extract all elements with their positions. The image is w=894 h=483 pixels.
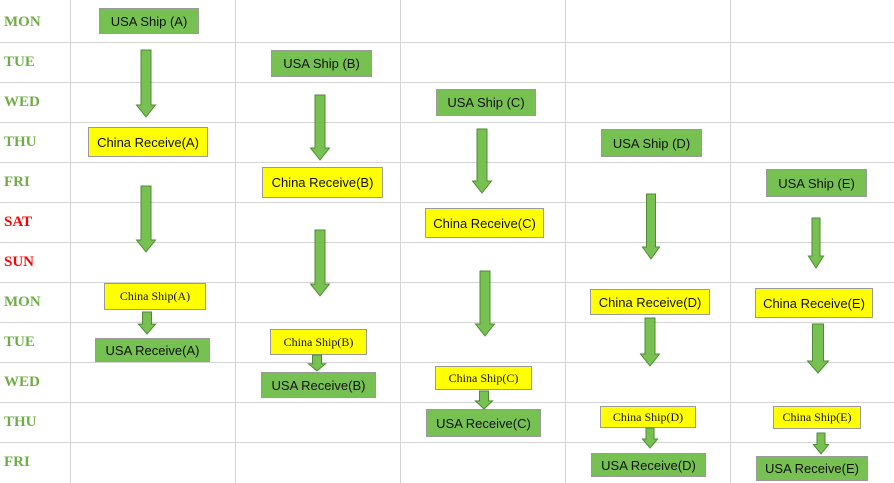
usa-ship-box: USA Ship (C): [436, 89, 536, 116]
grid-line: [0, 362, 894, 363]
grid-line: [565, 0, 566, 483]
grid-line: [235, 0, 236, 483]
china-ship-box: China Ship(E): [773, 406, 861, 429]
grid-line: [0, 42, 894, 43]
usa-receive-box: USA Receive(A): [95, 338, 210, 362]
china-ship-box: China Ship(C): [435, 366, 532, 390]
usa-receive-box: USA Receive(D): [591, 453, 706, 477]
down-arrow-icon: [135, 49, 157, 118]
grid-line: [0, 442, 894, 443]
day-label: WED: [4, 374, 40, 390]
china-ship-box: China Ship(B): [270, 329, 367, 355]
grid-line: [400, 0, 401, 483]
down-arrow-icon: [471, 128, 493, 194]
grid-line: [0, 162, 894, 163]
day-label: MON: [4, 294, 41, 310]
down-arrow-icon: [309, 229, 331, 297]
china-receive-box: China Receive(B): [262, 167, 383, 198]
down-arrow-icon: [639, 317, 661, 367]
usa-ship-box: USA Ship (E): [766, 169, 867, 197]
down-arrow-icon: [806, 323, 830, 374]
grid-line: [0, 82, 894, 83]
usa-receive-box: USA Receive(E): [756, 456, 868, 481]
day-label: FRI: [4, 174, 30, 190]
usa-ship-box: USA Ship (A): [99, 8, 199, 34]
down-arrow-icon: [307, 354, 327, 372]
china-receive-box: China Receive(A): [88, 127, 208, 157]
day-label: SUN: [4, 254, 35, 270]
down-arrow-icon: [135, 185, 157, 253]
usa-ship-box: USA Ship (D): [601, 129, 702, 157]
grid-line: [0, 402, 894, 403]
grid-line: [0, 242, 894, 243]
day-label: THU: [4, 134, 37, 150]
grid-line: [0, 202, 894, 203]
day-label: TUE: [4, 334, 35, 350]
china-receive-box: China Receive(D): [590, 289, 710, 315]
down-arrow-icon: [137, 311, 157, 335]
day-label: SAT: [4, 214, 33, 230]
china-receive-box: China Receive(C): [425, 208, 544, 238]
down-arrow-icon: [641, 193, 661, 260]
usa-ship-box: USA Ship (B): [271, 50, 372, 77]
grid-line: [0, 322, 894, 323]
day-label: TUE: [4, 54, 35, 70]
down-arrow-icon: [474, 390, 494, 410]
grid-line: [0, 122, 894, 123]
day-label: MON: [4, 14, 41, 30]
down-arrow-icon: [812, 432, 830, 455]
down-arrow-icon: [807, 217, 825, 269]
down-arrow-icon: [474, 270, 496, 337]
usa-receive-box: USA Receive(C): [426, 409, 541, 437]
grid-line: [70, 0, 71, 483]
china-ship-box: China Ship(A): [104, 283, 206, 310]
usa-receive-box: USA Receive(B): [261, 372, 376, 398]
day-label: THU: [4, 414, 37, 430]
grid-line: [730, 0, 731, 483]
down-arrow-icon: [309, 94, 331, 161]
day-label: WED: [4, 94, 40, 110]
china-receive-box: China Receive(E): [755, 288, 873, 318]
down-arrow-icon: [641, 427, 659, 449]
day-label: FRI: [4, 454, 30, 470]
grid-line: [0, 282, 894, 283]
